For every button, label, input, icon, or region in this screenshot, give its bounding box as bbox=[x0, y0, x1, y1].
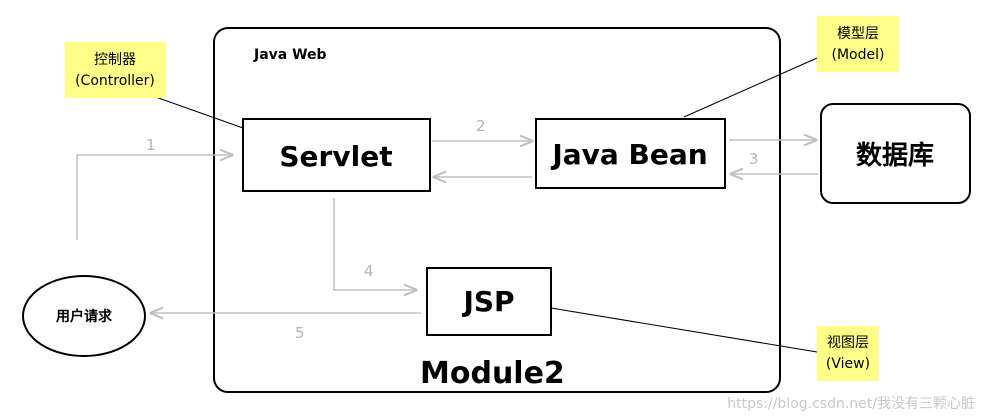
model-leader-line bbox=[683, 57, 818, 118]
container-title: Java Web bbox=[253, 47, 327, 63]
java-bean-label: Java Bean bbox=[550, 138, 707, 171]
watermark-text: https://blog.csdn.net/我没有三颗心脏 bbox=[727, 396, 975, 412]
user-request-ellipse bbox=[22, 275, 146, 357]
arrow-step-4 bbox=[333, 198, 416, 290]
view-leader-line bbox=[550, 307, 818, 353]
servlet-label: Servlet bbox=[279, 140, 392, 173]
user-request-label: 用户请求 bbox=[56, 308, 113, 325]
java-web-container bbox=[213, 27, 781, 393]
step-number: 3 bbox=[749, 150, 759, 168]
controller-note bbox=[65, 42, 166, 98]
step-number: 2 bbox=[476, 117, 486, 135]
model-note-subtitle: (Model) bbox=[832, 47, 885, 63]
step-number: 5 bbox=[295, 324, 305, 342]
view-note-title: 视图层 bbox=[827, 335, 869, 351]
module-label: Module2 bbox=[420, 356, 565, 391]
arrow-step-1 bbox=[76, 155, 232, 240]
database-box bbox=[820, 103, 971, 204]
controller-leader-line bbox=[149, 94, 244, 129]
jsp-label: JSP bbox=[461, 285, 514, 318]
controller-note-subtitle: (Controller) bbox=[75, 73, 155, 89]
step-number: 4 bbox=[364, 262, 374, 280]
model-note bbox=[817, 16, 899, 72]
jsp-box bbox=[426, 267, 552, 336]
controller-note-title: 控制器 bbox=[94, 52, 136, 68]
java-bean-box bbox=[535, 118, 726, 189]
step-number: 1 bbox=[146, 136, 156, 154]
servlet-box bbox=[242, 118, 431, 192]
database-label: 数据库 bbox=[856, 141, 934, 171]
model-note-title: 模型层 bbox=[837, 26, 879, 42]
view-note-subtitle: (View) bbox=[826, 356, 870, 372]
view-note bbox=[817, 326, 879, 381]
